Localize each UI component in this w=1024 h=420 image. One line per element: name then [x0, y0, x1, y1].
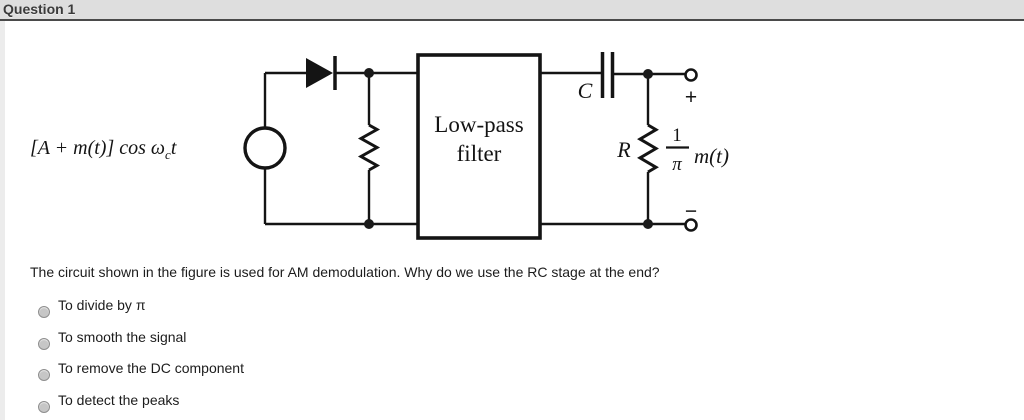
source-signal-label-main: [A + m(t)] cos ω	[30, 137, 166, 159]
option-row-detect-peaks[interactable]: To detect the peaks	[36, 392, 436, 418]
lowpass-filter-label-line1: Low-pass	[434, 112, 523, 137]
load-resistor-label: R	[616, 137, 631, 162]
option-row-smooth-signal[interactable]: To smooth the signal	[36, 329, 436, 355]
signal-source-icon	[243, 126, 287, 170]
plus-sign: +	[685, 86, 697, 109]
option-label: To divide by π	[58, 297, 146, 313]
option-label: To remove the DC component	[58, 360, 244, 376]
question-title: Question 1	[3, 1, 76, 17]
question-text: The circuit shown in the figure is used …	[30, 264, 660, 280]
diode-icon	[306, 56, 337, 90]
load-resistor-icon	[637, 123, 659, 174]
header-divider	[0, 19, 1024, 21]
page-left-gutter	[0, 21, 5, 420]
minus-sign: −	[685, 200, 697, 223]
connection-nodes	[364, 68, 653, 229]
output-amplitude-label: 1 π m(t)	[666, 125, 729, 175]
positive-terminal-icon	[684, 68, 698, 82]
node-dot	[364, 219, 374, 229]
shunt-resistor-icon	[357, 123, 381, 172]
source-signal-label-subscript: c	[165, 147, 171, 162]
fraction-denominator: π	[672, 154, 682, 175]
node-dot	[643, 69, 653, 79]
diode-anode-triangle	[306, 58, 333, 88]
source-signal-label: [A + m(t)] cos ωct	[30, 137, 176, 163]
option-label: To smooth the signal	[58, 329, 187, 345]
radio-button[interactable]	[38, 306, 50, 318]
node-dot	[364, 68, 374, 78]
output-signal-label: m(t)	[694, 144, 729, 168]
source-signal-label-tail: t	[170, 137, 177, 159]
option-row-remove-dc[interactable]: To remove the DC component	[36, 360, 436, 386]
lowpass-filter-box	[416, 53, 542, 240]
circuit-diagram: Low-pass filter C R 1 π m(t) + −	[243, 52, 729, 240]
question-header: Question 1	[0, 0, 1024, 19]
capacitor-label: C	[578, 78, 593, 103]
radio-button[interactable]	[38, 369, 50, 381]
option-label: To detect the peaks	[58, 392, 180, 408]
circuit-wires	[263, 71, 685, 226]
option-row-divide-by-pi[interactable]: To divide by π	[36, 297, 436, 323]
node-dot	[643, 219, 653, 229]
radio-button[interactable]	[38, 401, 50, 413]
fraction-numerator: 1	[672, 125, 682, 146]
negative-terminal-icon	[684, 218, 698, 232]
capacitor-icon	[600, 52, 615, 98]
lowpass-filter-label-line2: filter	[457, 141, 502, 166]
radio-button[interactable]	[38, 338, 50, 350]
